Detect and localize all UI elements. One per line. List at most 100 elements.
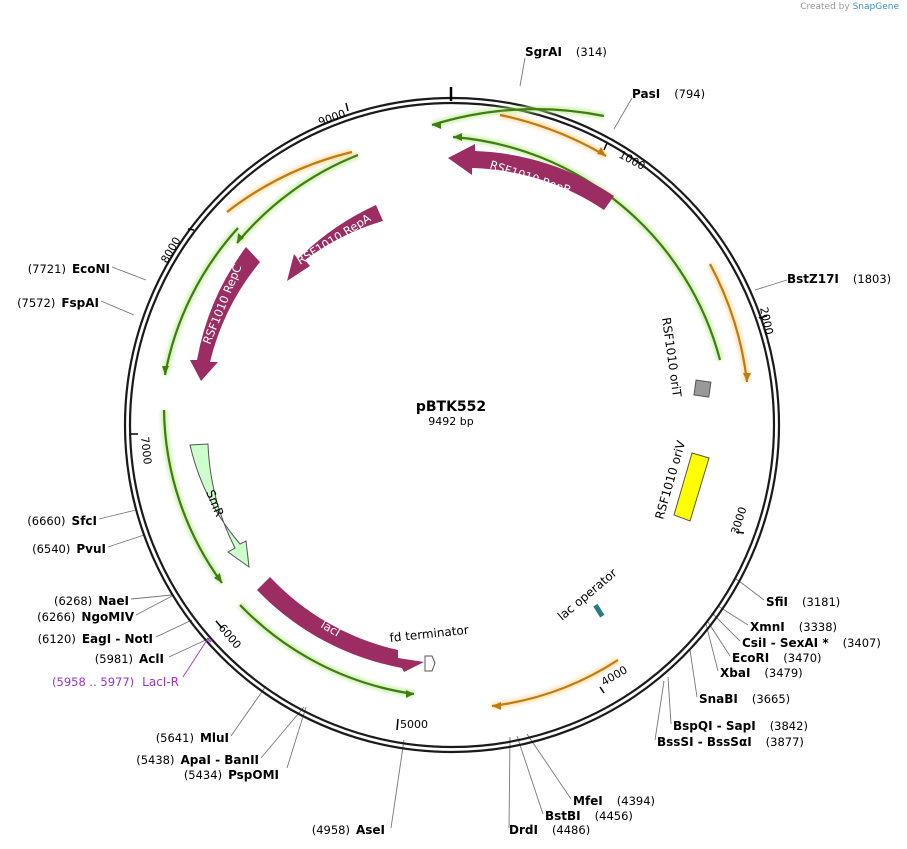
enzyme-site-pvui[interactable]: PvuI (6540) xyxy=(32,542,106,556)
feature-rsf1010-repa[interactable] xyxy=(287,205,383,281)
enzyme-site-snabi[interactable]: SnaBI(3665) xyxy=(699,692,790,706)
plasmid-length: 9492 bp xyxy=(428,415,473,428)
enzyme-position: (314) xyxy=(576,45,607,59)
leader-line-acli xyxy=(168,637,211,658)
enzyme-site-ecori[interactable]: EcoRI (3470) xyxy=(732,651,822,665)
enzyme-site-drdi[interactable]: DrdI(4486) xyxy=(509,823,590,837)
enzyme-site-bsssi-bsssai[interactable]: BssSI - BssSαI(3877) xyxy=(657,735,804,749)
enzyme-name: NgoMIV xyxy=(81,610,134,624)
enzyme-position: (3470) xyxy=(783,651,821,665)
enzyme-site-xmni[interactable]: XmnI (3338) xyxy=(750,620,837,634)
feature-rsf1010-oriv[interactable] xyxy=(673,452,710,522)
enzyme-name: NaeI xyxy=(98,594,129,608)
orf-orange-3 xyxy=(491,659,619,708)
feature-laci[interactable] xyxy=(257,577,424,672)
feature-label-smr: SmR xyxy=(203,488,226,519)
enzyme-name: AseI xyxy=(356,823,385,837)
tick-label-7000: 7000 xyxy=(138,436,154,465)
feature-smr[interactable] xyxy=(189,443,250,569)
enzyme-position: (4456) xyxy=(595,809,633,823)
enzyme-name: AclI xyxy=(139,652,164,666)
enzyme-name: PasI xyxy=(632,87,660,101)
enzyme-position: (3338) xyxy=(799,620,837,634)
enzyme-site-naei[interactable]: NaeI (6268) xyxy=(54,594,129,608)
primer-laci-r-label[interactable]: LacI-R xyxy=(142,675,179,689)
leader-line-eagi-noti xyxy=(155,619,193,638)
enzyme-site-bspqi-sapi[interactable]: BspQI - SapI(3842) xyxy=(673,719,808,733)
enzyme-position: (6268) xyxy=(54,594,92,608)
enzyme-site-econi[interactable]: EcoNI(7721) xyxy=(28,262,110,276)
enzyme-position: (3665) xyxy=(752,692,790,706)
enzyme-site-apai-banii[interactable]: ApaI - BanII(5438) xyxy=(136,753,259,767)
enzyme-site-xbai[interactable]: XbaI(3479) xyxy=(720,666,803,680)
orf-orange-1 xyxy=(499,113,607,157)
enzyme-site-pspomi[interactable]: PspOMI(5434) xyxy=(184,768,279,782)
enzyme-position: (3877) xyxy=(766,735,804,749)
enzyme-position: (7572) xyxy=(17,296,55,310)
enzyme-position: (7721) xyxy=(28,262,66,276)
enzyme-site-sgrai[interactable]: SgrAI (314) xyxy=(525,45,607,59)
enzyme-name: BstBI xyxy=(545,809,581,823)
orf-green-3 xyxy=(236,153,359,244)
enzyme-site-fspai[interactable]: FspAI (7572) xyxy=(17,296,99,310)
leader-line-csii-sexai xyxy=(712,613,741,642)
leader-line-ecori xyxy=(707,621,731,657)
leader-line-pvui xyxy=(107,534,145,548)
feature-rsf1010-orit[interactable] xyxy=(693,379,712,398)
enzyme-name: PvuI xyxy=(76,542,106,556)
enzyme-site-csii-sexai[interactable]: CsiI - SexAI *(3407) xyxy=(742,636,881,650)
enzyme-site-mfei[interactable]: MfeI(4394) xyxy=(573,794,655,808)
enzyme-position: (4958) xyxy=(312,823,350,837)
enzyme-name: DrdI xyxy=(509,823,538,837)
enzyme-site-ngomiv[interactable]: NgoMIV (6266) xyxy=(37,610,135,624)
leader-line-sfci xyxy=(98,509,137,520)
plasmid-name: pBTK552 xyxy=(416,399,486,415)
orf-orange-4 xyxy=(226,150,353,213)
snapgene-credit: Created by SnapGene xyxy=(800,2,899,12)
orf-green-6 xyxy=(239,604,415,696)
leader-line-snabi xyxy=(689,649,698,698)
enzyme-position: (6266) xyxy=(37,610,75,624)
feature-label-rsf1010-repa: RSF1010 RepA xyxy=(294,211,373,268)
leader-line-econi xyxy=(111,266,147,281)
feature-rsf1010-repc[interactable] xyxy=(190,247,260,381)
enzyme-name: EagI - NotI xyxy=(82,632,153,646)
leader-line-sgrai xyxy=(519,57,526,87)
feature-lac-operator[interactable] xyxy=(593,603,605,618)
enzyme-site-sfci[interactable]: SfcI(6660) xyxy=(27,514,97,528)
enzyme-name: BstZ17I xyxy=(787,272,839,286)
leader-line-pasi xyxy=(613,97,633,130)
enzyme-name: EcoRI xyxy=(732,651,769,665)
enzyme-site-bstz17i[interactable]: BstZ17I(1803) xyxy=(787,272,891,286)
backbone-inner xyxy=(128,101,776,749)
enzyme-name: MluI xyxy=(200,731,229,745)
enzyme-position: (3407) xyxy=(843,636,881,650)
tick-label-8000: 8000 xyxy=(158,235,183,266)
enzyme-site-asei[interactable]: AseI (4958) xyxy=(312,823,385,837)
enzyme-site-pasi[interactable]: PasI (794) xyxy=(632,87,705,101)
enzyme-name: XmnI xyxy=(750,620,785,634)
feature-rsf1010-repb[interactable] xyxy=(448,144,614,210)
enzyme-name: MfeI xyxy=(573,794,603,808)
enzyme-name: SgrAI xyxy=(525,45,562,59)
enzyme-position: (5981) xyxy=(95,652,133,666)
orf-green-4 xyxy=(163,227,239,376)
feature-fd-terminator[interactable] xyxy=(424,655,436,672)
enzyme-site-eagi-noti[interactable]: EagI - NotI (6120) xyxy=(38,632,153,646)
enzyme-site-sfii[interactable]: SfiI(3181) xyxy=(766,595,840,609)
enzyme-site-bstbi[interactable]: BstBI (4456) xyxy=(545,809,633,823)
credit-text: Created by xyxy=(800,2,850,12)
enzyme-position: (6540) xyxy=(32,542,70,556)
enzyme-position: (6120) xyxy=(38,632,76,646)
leader-line-bsssi-bsssai xyxy=(654,680,665,741)
feature-label-fd-terminator: fd terminator xyxy=(389,623,470,645)
enzyme-name: FspAI xyxy=(61,296,99,310)
leader-line-ngomiv xyxy=(135,595,173,616)
leader-line-fspai xyxy=(100,300,135,316)
enzyme-site-mlui[interactable]: MluI(5641) xyxy=(156,731,229,745)
feature-label-lac-operator: lac operator xyxy=(555,566,620,624)
enzyme-site-acli[interactable]: AclI (5981) xyxy=(95,652,164,666)
enzyme-position: (794) xyxy=(674,87,705,101)
enzyme-name: BspQI - SapI xyxy=(673,719,756,733)
